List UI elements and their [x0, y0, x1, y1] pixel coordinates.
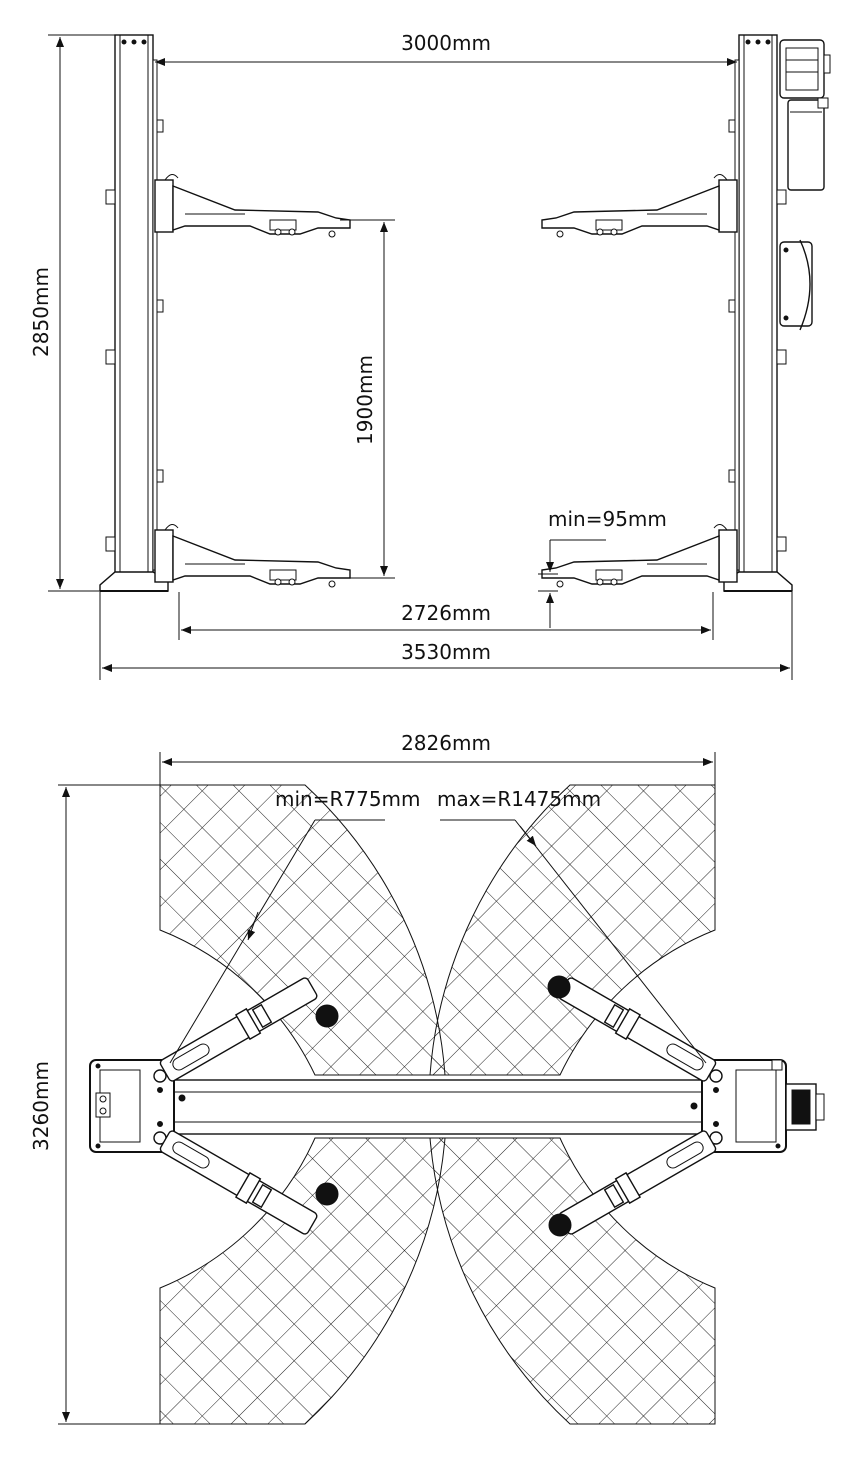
dim-height: 2850mm [29, 34, 115, 592]
min-radius-label: min=R775mm [275, 787, 421, 811]
dim-lift-height-label: 1900mm [353, 355, 377, 445]
dim-inner-width: 3000mm [155, 31, 737, 66]
dim-min-height: min=95mm [538, 507, 667, 628]
dim-base-inner-width-label: 2726mm [401, 601, 491, 625]
arm-lower-right [558, 1130, 717, 1235]
dim-overall-length-label: 3260mm [29, 1061, 53, 1151]
raised-arm-right [541, 174, 738, 238]
pad-upper-left [315, 1004, 339, 1028]
dim-min-height-label: min=95mm [548, 507, 667, 531]
dim-overall-width: 3530mm [99, 592, 793, 680]
dim-reach-width: 2826mm [159, 731, 716, 785]
top-view: min=R775mm max=R1475mm 2826mm 3260mm [29, 731, 825, 1425]
power-unit [779, 39, 831, 191]
pad-upper-right [547, 975, 571, 999]
dim-base-inner-width: 2726mm [178, 592, 714, 640]
max-radius-label: max=R1475mm [437, 787, 601, 811]
left-column [99, 34, 169, 592]
arm-lower-left [159, 1130, 318, 1235]
radius-leaders [169, 819, 707, 1064]
dim-reach-width-label: 2826mm [401, 731, 491, 755]
left-post [89, 1059, 175, 1153]
base-beam [167, 1079, 709, 1135]
lowered-arm-left [154, 524, 351, 588]
lowered-arm-right [541, 524, 738, 588]
right-column [723, 34, 793, 592]
dim-overall-length: 3260mm [29, 784, 160, 1425]
right-post [701, 1059, 825, 1153]
arm-sweep-areas [159, 784, 716, 1425]
dim-overall-width-label: 3530mm [401, 640, 491, 664]
side-view: 3000mm 2850mm 1900mm min=95mm [29, 31, 831, 680]
raised-arm-left [154, 174, 351, 238]
dim-lift-height: 1900mm [340, 219, 395, 579]
pad-lower-left [315, 1182, 339, 1206]
control-box [779, 239, 813, 331]
dim-inner-width-label: 3000mm [401, 31, 491, 55]
dim-height-label: 2850mm [29, 267, 53, 357]
arm-upper-left [159, 977, 318, 1082]
pad-lower-right [548, 1213, 572, 1237]
